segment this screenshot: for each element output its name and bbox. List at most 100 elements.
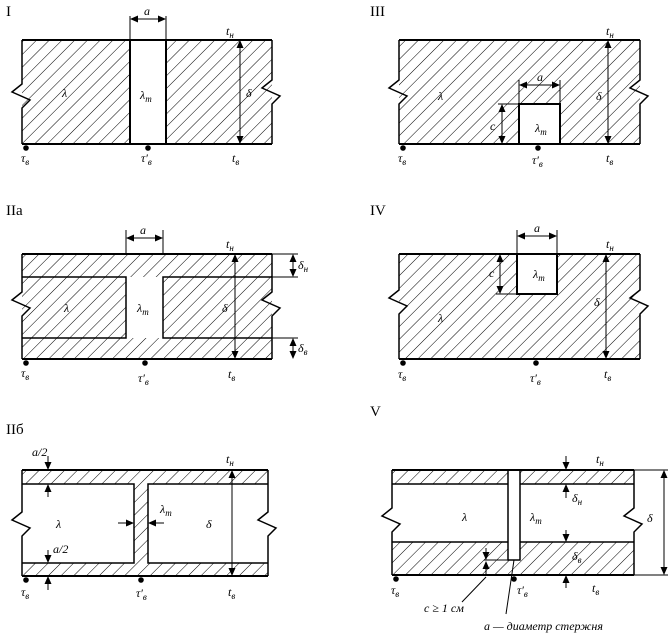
label-lambda: λ bbox=[63, 301, 69, 315]
point-tau-prime bbox=[533, 360, 539, 366]
label-delta: δ bbox=[647, 511, 653, 525]
break-mark-right bbox=[260, 254, 282, 359]
inclusion-edge bbox=[516, 254, 558, 295]
label-tau: τв bbox=[398, 367, 406, 383]
air-gap-edge bbox=[162, 276, 272, 339]
label-a: a bbox=[534, 221, 540, 235]
label-tn: tн bbox=[226, 24, 234, 40]
panel-2a: IIa a δ δн δв tн λ λт τв τ′в tв bbox=[6, 203, 309, 387]
label-lambda-t: λт bbox=[136, 301, 149, 317]
label-a: a bbox=[537, 70, 543, 84]
layer-hatch-outer bbox=[22, 470, 268, 484]
air-gap-edge bbox=[22, 276, 127, 339]
block-hatch-left bbox=[22, 277, 126, 338]
label-tau: τв bbox=[21, 151, 29, 167]
break-mark-left bbox=[387, 40, 409, 144]
inclusion-edge bbox=[518, 103, 561, 144]
point-tau-prime bbox=[535, 145, 541, 151]
break-mark-right bbox=[628, 254, 650, 359]
layer-hatch-inner bbox=[22, 563, 268, 576]
point-tau-prime bbox=[142, 360, 148, 366]
label-lambda-t: λт bbox=[159, 502, 172, 518]
panel-title: I bbox=[6, 4, 11, 20]
panel-title: IIa bbox=[6, 203, 23, 219]
label-tau-prime: τ′в bbox=[141, 151, 152, 167]
point-tau-prime bbox=[145, 145, 151, 151]
break-mark-left bbox=[10, 254, 32, 359]
label-lambda: λ bbox=[461, 510, 467, 524]
label-tb: tв bbox=[228, 367, 235, 383]
caption: a — диаметр стержня bbox=[484, 619, 603, 633]
point-tau bbox=[393, 576, 399, 582]
panel-4: IV a c δ tн λ λт τв τ′в tв bbox=[370, 203, 650, 387]
label-lambda-t: λт bbox=[529, 510, 542, 526]
label-db: δв bbox=[298, 341, 308, 357]
point-tau-prime bbox=[511, 576, 517, 582]
label-lambda: λ bbox=[61, 86, 67, 100]
label-lambda-t: λт bbox=[532, 267, 545, 283]
layer-hatch-inner bbox=[22, 338, 272, 359]
label-delta: δ bbox=[222, 301, 228, 315]
panel-title: III bbox=[370, 4, 385, 20]
label-tb: tв bbox=[232, 151, 239, 167]
panel-2b: IIб a/2 a/2 δ tн λ λт τв τ′в tв bbox=[6, 422, 278, 602]
label-dn: δн bbox=[298, 258, 309, 274]
panel-5: V δ δн δв c ≥ 1 см a — диаметр стержня t… bbox=[370, 404, 668, 633]
label-c-note: c ≥ 1 см bbox=[424, 601, 464, 615]
label-tau-prime: τ′в bbox=[530, 371, 541, 387]
break-mark-right bbox=[622, 470, 644, 575]
break-mark-left bbox=[387, 254, 409, 359]
air-gap-edge bbox=[22, 483, 135, 564]
label-lambda-t: λт bbox=[534, 121, 547, 137]
leader-line bbox=[505, 559, 515, 615]
label-delta: δ bbox=[596, 89, 602, 103]
label-dn: δн bbox=[572, 491, 583, 507]
label-a: a bbox=[144, 4, 150, 18]
break-mark-right bbox=[628, 40, 650, 144]
label-a-half-top: a/2 bbox=[32, 445, 47, 459]
break-mark-right bbox=[256, 470, 278, 576]
label-lambda: λ bbox=[55, 517, 61, 531]
break-mark-left bbox=[10, 40, 32, 144]
label-delta: δ bbox=[594, 295, 600, 309]
label-tn: tн bbox=[606, 237, 614, 253]
panel-title: V bbox=[370, 404, 381, 420]
label-tb: tв bbox=[606, 151, 613, 167]
label-tn: tн bbox=[596, 452, 604, 468]
label-db: δв bbox=[572, 549, 582, 565]
label-delta: δ bbox=[246, 86, 252, 100]
label-lambda: λ bbox=[437, 89, 443, 103]
wall-hatch-left bbox=[22, 40, 130, 144]
point-tau bbox=[23, 577, 29, 583]
panel-title: IV bbox=[370, 203, 386, 219]
label-tb: tв bbox=[604, 367, 611, 383]
label-tau-prime: τ′в bbox=[136, 586, 147, 602]
point-tau bbox=[400, 145, 406, 151]
break-mark-left bbox=[380, 470, 402, 575]
label-tau: τв bbox=[21, 585, 29, 601]
label-lambda-t: λт bbox=[139, 88, 152, 104]
panel-1: I a δ tн λ λт τв τ′в tв bbox=[6, 4, 282, 167]
label-c: c bbox=[489, 266, 495, 280]
label-tn: tн bbox=[606, 24, 614, 40]
point-tau bbox=[400, 360, 406, 366]
label-lambda: λ bbox=[437, 311, 443, 325]
label-a: a bbox=[140, 223, 146, 237]
break-mark-right bbox=[260, 40, 282, 144]
block-hatch-right bbox=[163, 277, 272, 338]
label-c: c bbox=[490, 119, 496, 133]
label-tau: τв bbox=[398, 151, 406, 167]
leader-line bbox=[461, 576, 487, 603]
label-tn: tн bbox=[226, 237, 234, 253]
label-a-half-bot: a/2 bbox=[53, 542, 68, 556]
point-tau-prime bbox=[138, 577, 144, 583]
label-delta: δ bbox=[206, 517, 212, 531]
label-tau: τв bbox=[21, 366, 29, 382]
label-tn: tн bbox=[226, 452, 234, 468]
label-tb: tв bbox=[592, 581, 599, 597]
wall-hatch bbox=[399, 254, 640, 359]
layer-hatch-outer bbox=[22, 254, 272, 277]
break-mark-left bbox=[10, 470, 32, 576]
